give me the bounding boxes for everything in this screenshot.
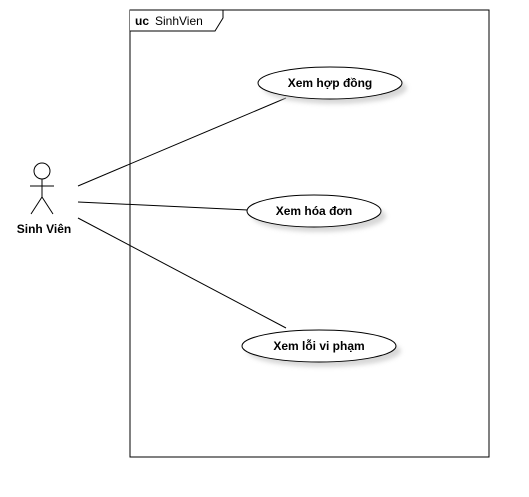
actor-label: Sinh Viên <box>17 222 71 236</box>
association-xem-hoa-don <box>77 201 249 211</box>
usecase-label: Xem hóa đơn <box>276 204 353 218</box>
usecase-ellipse <box>246 194 382 228</box>
actor-left-leg <box>30 196 43 215</box>
usecase-xem-loi-vi-pham: Xem lỗi vi phạm <box>241 329 401 367</box>
association-xem-hop-dong <box>77 97 287 187</box>
usecase-xem-hoa-don: Xem hóa đơn <box>246 194 386 232</box>
usecase-xem-hop-dong: Xem hợp đồng <box>257 66 407 104</box>
association-xem-loi-vi-pham <box>77 217 287 329</box>
usecase-label: Xem hợp đồng <box>288 76 373 90</box>
frame-name: SinhVien <box>155 14 203 28</box>
usecase-label: Xem lỗi vi phạm <box>273 338 364 353</box>
actor-sinh-vien <box>30 162 54 215</box>
frame-name-tab <box>130 9 224 32</box>
associations <box>77 97 287 329</box>
frame-keyword: uc <box>135 14 149 28</box>
actor-right-leg <box>41 196 54 215</box>
usecase-ellipse <box>257 66 403 100</box>
usecase-ellipse <box>241 329 397 363</box>
actor-head <box>33 162 51 180</box>
